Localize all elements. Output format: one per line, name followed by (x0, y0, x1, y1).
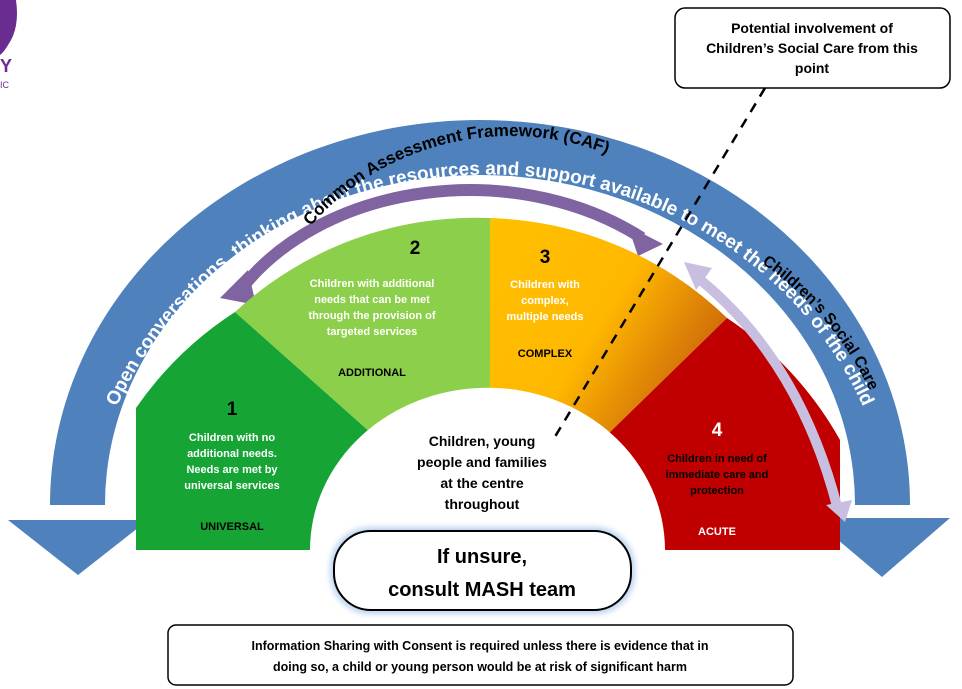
centre-line-3: at the centre (440, 475, 523, 491)
mash-box-border (333, 530, 632, 611)
segment-1-line-3: Needs are met by (186, 464, 278, 476)
segment-2-line-4: targeted services (327, 326, 418, 338)
segment-1-text: 1 Children with no additional needs. Nee… (184, 399, 279, 533)
segment-3-line-3: multiple needs (506, 311, 583, 323)
segment-1-line-1: Children with no (189, 432, 275, 444)
segment-3-number: 3 (540, 247, 551, 268)
segment-4-line-2: immediate care and (666, 469, 769, 481)
caf-arrow-head-right (628, 226, 663, 256)
segment-1-level: UNIVERSAL (200, 521, 264, 533)
callout-line-2: Children’s Social Care from this (706, 40, 918, 56)
caf-arrow-band (237, 184, 646, 292)
centre-area (310, 387, 665, 550)
logo-text: Y (0, 56, 12, 76)
centre-text: Children, young people and families at t… (417, 433, 547, 512)
segment-2-number: 2 (410, 238, 421, 259)
mash-line-1: If unsure, (437, 546, 527, 568)
mash-line-2: consult MASH team (388, 579, 576, 601)
segment-universal (136, 312, 370, 550)
mash-box: If unsure, consult MASH team (330, 527, 635, 614)
segment-complex (490, 218, 727, 437)
segment-2-line-2: needs that can be met (314, 294, 430, 306)
segment-1-line-4: universal services (184, 480, 279, 492)
segment-4-level: ACUTE (698, 526, 736, 538)
segment-3-text: 3 Children with complex, multiple needs … (506, 247, 583, 360)
outer-arrow-band (50, 120, 910, 505)
logo-subtext: IC (0, 80, 10, 90)
footer-border (167, 624, 794, 686)
centre-line-1: Children, young (429, 433, 536, 449)
segment-additional (235, 217, 490, 432)
centre-line-4: throughout (445, 496, 520, 512)
csc-callout-box (674, 7, 951, 89)
csc-arrow-head-top (684, 262, 712, 290)
segment-2-line-1: Children with additional (310, 278, 435, 290)
callout-line-3: point (795, 60, 830, 76)
footer-box: Information Sharing with Consent is requ… (167, 624, 794, 686)
outer-arrow-head-left (8, 520, 148, 575)
csc-dashed-line (551, 87, 767, 441)
segment-4-number: 4 (712, 420, 723, 441)
footer-line-2: doing so, a child or young person would … (273, 660, 687, 674)
footer-line-1: Information Sharing with Consent is requ… (251, 639, 708, 653)
segment-4-text: 4 Children in need of immediate care and… (666, 420, 769, 538)
outer-arrow-head-right (812, 518, 950, 577)
segment-1-number: 1 (227, 399, 238, 420)
csc-arrow-head-bottom (826, 500, 852, 522)
callout-line-1: Potential involvement of (731, 20, 893, 36)
caf-arrow-head-left (220, 270, 256, 305)
segment-2-text: 2 Children with additional needs that ca… (308, 238, 435, 379)
segment-3-line-2: complex, (521, 295, 569, 307)
segment-3-level: COMPLEX (518, 348, 573, 360)
centre-line-2: people and families (417, 454, 547, 470)
segment-2-line-3: through the provision of (308, 310, 435, 322)
segment-2-level: ADDITIONAL (338, 367, 406, 379)
logo: Y IC (0, 0, 17, 90)
csc-callout: Potential involvement of Children’s Soci… (674, 7, 951, 89)
segment-4-line-1: Children in need of (667, 453, 767, 465)
segment-1-line-2: additional needs. (187, 448, 277, 460)
csc-arrow-band (694, 274, 843, 512)
segment-3-line-1: Children with (510, 279, 580, 291)
segment-4-line-3: protection (690, 485, 744, 497)
logo-shape (0, 0, 17, 55)
